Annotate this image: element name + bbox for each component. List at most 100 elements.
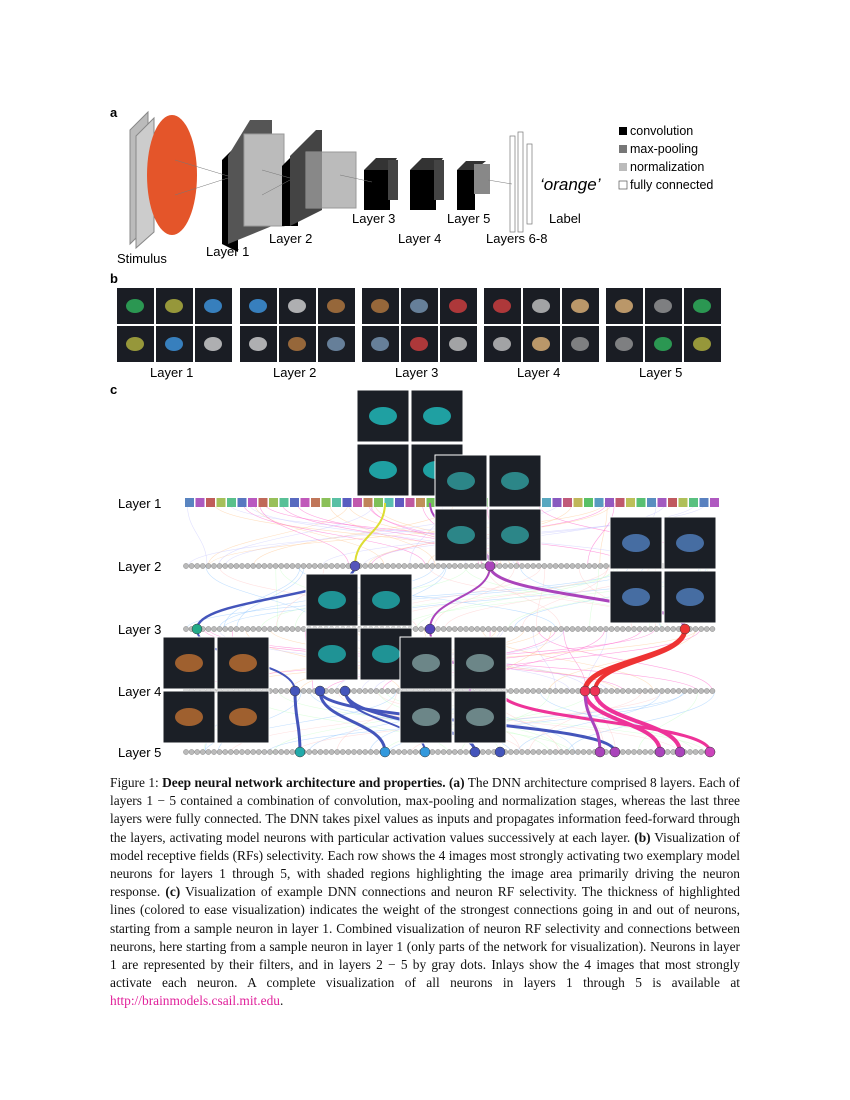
neuron-dot — [531, 626, 536, 631]
neuron-dot — [458, 563, 463, 568]
neuron-dot — [519, 563, 524, 568]
filter-icon — [353, 498, 362, 507]
filter-icon — [406, 498, 415, 507]
panel-b-layer-labels: Layer 1 Layer 2 Layer 3 Layer 4 Layer 5 — [150, 365, 682, 380]
neuron-dot — [564, 563, 569, 568]
neuron-dot — [368, 688, 373, 693]
neuron-dot — [312, 563, 317, 568]
selected-neuron[interactable] — [610, 747, 620, 757]
neuron-dot — [430, 749, 435, 754]
selected-neuron[interactable] — [420, 747, 430, 757]
selected-neuron[interactable] — [340, 686, 350, 696]
neuron-dot — [284, 749, 289, 754]
selected-neuron[interactable] — [655, 747, 665, 757]
neuron-dot — [239, 626, 244, 631]
neuron-dot — [463, 749, 468, 754]
selected-neuron[interactable] — [595, 747, 605, 757]
neuron-dot — [620, 749, 625, 754]
neuron-dot — [452, 563, 457, 568]
filter-icon — [185, 498, 194, 507]
neuron-dot — [626, 626, 631, 631]
selected-neuron[interactable] — [470, 747, 480, 757]
neuron-dot — [211, 626, 216, 631]
neuron-dot — [295, 626, 300, 631]
neuron-dot — [323, 563, 328, 568]
selected-neuron[interactable] — [680, 624, 690, 634]
selected-neuron[interactable] — [425, 624, 435, 634]
neuron-dot — [234, 749, 239, 754]
neuron-dot — [284, 563, 289, 568]
neuron-dot — [318, 563, 323, 568]
neuron-dot — [559, 563, 564, 568]
neuron-dot — [570, 563, 575, 568]
selected-neuron[interactable] — [380, 747, 390, 757]
neuron-dot — [340, 563, 345, 568]
neuron-dot — [357, 749, 362, 754]
filter-icon — [343, 498, 352, 507]
neuron-dot — [223, 749, 228, 754]
selected-neuron[interactable] — [485, 561, 495, 571]
neuron-dot — [335, 749, 340, 754]
neuron-dot — [217, 626, 222, 631]
selected-neuron[interactable] — [495, 747, 505, 757]
selected-neuron[interactable] — [290, 686, 300, 696]
neuron-dot — [368, 749, 373, 754]
svg-text:Layer 3: Layer 3 — [118, 622, 161, 637]
neuron-dot — [312, 749, 317, 754]
neuron-dot — [592, 626, 597, 631]
neuron-dot — [620, 688, 625, 693]
neuron-dot — [262, 626, 267, 631]
panel-a-label: a — [110, 105, 118, 120]
neuron-dot — [525, 688, 530, 693]
filter-icon — [626, 498, 635, 507]
neuron-dot — [486, 749, 491, 754]
selected-neuron[interactable] — [350, 561, 360, 571]
figure-1: a Stimulus Layer 1 Layer 2 Layer 3 Layer… — [0, 0, 850, 770]
neuron-dot — [458, 626, 463, 631]
neuron-dot — [592, 563, 597, 568]
neuron-dot — [542, 749, 547, 754]
neuron-dot — [693, 688, 698, 693]
selected-neuron[interactable] — [580, 686, 590, 696]
neuron-dot — [183, 749, 188, 754]
neuron-dot — [615, 626, 620, 631]
filter-icon — [374, 498, 383, 507]
filter-icon — [637, 498, 646, 507]
neuron-dot — [508, 749, 513, 754]
filter-icon — [364, 498, 373, 507]
neuron-dot — [659, 688, 664, 693]
selected-neuron[interactable] — [590, 686, 600, 696]
neuron-dot — [189, 749, 194, 754]
neuron-dot — [329, 688, 334, 693]
neuron-dot — [559, 749, 564, 754]
orange-image — [147, 115, 197, 235]
neuron-dot — [301, 688, 306, 693]
layer-label: Layer 5 — [447, 211, 490, 226]
selected-neuron[interactable] — [192, 624, 202, 634]
selected-neuron[interactable] — [315, 686, 325, 696]
neuron-dot — [335, 563, 340, 568]
selected-neuron[interactable] — [705, 747, 715, 757]
filter-icon — [595, 498, 604, 507]
neuron-dot — [475, 563, 480, 568]
neuron-dot — [491, 626, 496, 631]
website-link[interactable]: http://brainmodels.csail.mit.edu — [110, 993, 280, 1008]
selected-neuron[interactable] — [295, 747, 305, 757]
neuron-dot — [284, 626, 289, 631]
neuron-dot — [183, 563, 188, 568]
neuron-dot — [435, 626, 440, 631]
neuron-dot — [329, 749, 334, 754]
neuron-dot — [620, 626, 625, 631]
filter-icon — [605, 498, 614, 507]
neuron-dot — [564, 626, 569, 631]
filter-icon — [710, 498, 719, 507]
layer-label: Layer 1 — [206, 244, 249, 259]
selected-neuron[interactable] — [675, 747, 685, 757]
neuron-dot — [363, 563, 368, 568]
neuron-dot — [587, 563, 592, 568]
rf-image-grid — [117, 288, 721, 362]
neuron-dot — [631, 749, 636, 754]
neuron-dot — [693, 626, 698, 631]
svg-text:Layer 1: Layer 1 — [150, 365, 193, 380]
filter-icon — [416, 498, 425, 507]
